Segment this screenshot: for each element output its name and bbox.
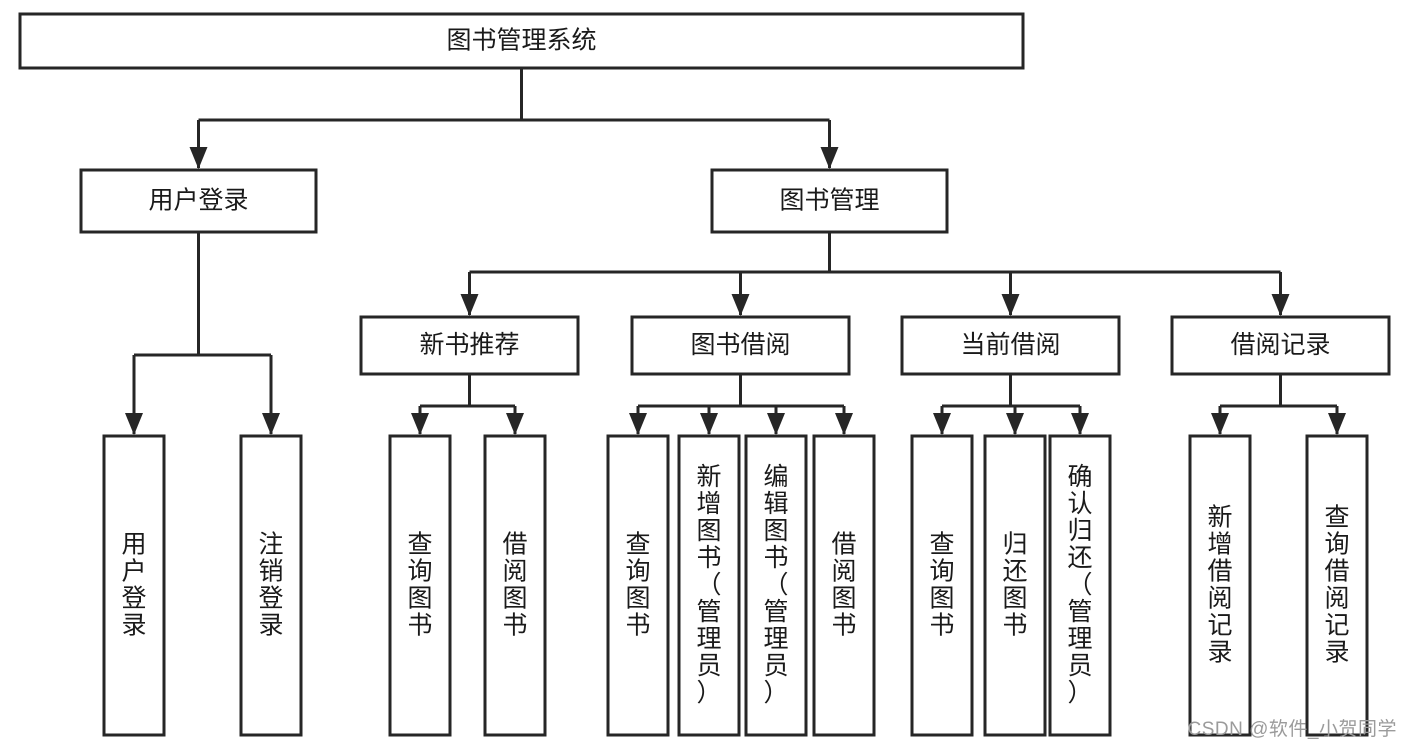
node-label: 编辑图书（管理员）: [763, 463, 788, 707]
node-label: 用户登录: [148, 187, 248, 215]
node-label: 确认归还（管理员）: [1067, 463, 1092, 707]
arrow-head-icon: [933, 413, 951, 435]
node-label: 查询图书: [625, 531, 650, 640]
node-label: 图书借阅: [690, 331, 790, 359]
arrow-head-icon: [189, 147, 208, 169]
arrow-head-icon: [731, 294, 750, 316]
node-borrow-record[interactable]: 借阅记录: [1170, 315, 1391, 376]
node-label: 用户登录: [121, 531, 146, 640]
node-leaf-query-book-brw[interactable]: 查询图书: [606, 434, 670, 737]
node-user-login[interactable]: 用户登录: [79, 168, 318, 234]
node-label: 图书管理: [779, 187, 879, 215]
node-leaf-query-book-cur[interactable]: 查询图书: [910, 434, 974, 737]
node-book-borrow[interactable]: 图书借阅: [630, 315, 851, 376]
node-leaf-user-logout[interactable]: 注销登录: [239, 434, 303, 737]
node-leaf-return-book[interactable]: 归还图书: [983, 434, 1047, 737]
node-leaf-query-book-rec[interactable]: 查询图书: [388, 434, 452, 737]
arrow-head-icon: [506, 413, 524, 435]
arrow-head-icon: [700, 413, 718, 435]
node-label: 新增借阅记录: [1207, 504, 1232, 667]
node-label: 查询借阅记录: [1324, 504, 1349, 667]
node-leaf-borrow-book-brw[interactable]: 借阅图书: [812, 434, 876, 737]
node-leaf-add-borrow-rec[interactable]: 新增借阅记录: [1188, 434, 1252, 737]
node-label: 借阅记录: [1230, 331, 1330, 359]
arrow-head-icon: [262, 413, 280, 435]
node-current-borrow[interactable]: 当前借阅: [900, 315, 1121, 376]
arrow-head-icon: [1211, 413, 1229, 435]
node-label: 图书管理系统: [446, 27, 596, 55]
arrow-head-icon: [835, 413, 853, 435]
node-leaf-query-borrow-rec[interactable]: 查询借阅记录: [1305, 434, 1369, 737]
arrow-head-icon: [820, 147, 839, 169]
arrow-head-icon: [411, 413, 429, 435]
node-label: 当前借阅: [960, 331, 1060, 359]
arrow-head-icon: [1006, 413, 1024, 435]
node-leaf-edit-book[interactable]: 编辑图书（管理员）: [744, 434, 808, 737]
edges-layer: [125, 68, 1346, 435]
node-label: 新增图书（管理员）: [696, 463, 721, 707]
arrow-head-icon: [460, 294, 479, 316]
node-leaf-borrow-book-rec[interactable]: 借阅图书: [483, 434, 547, 737]
node-label: 注销登录: [258, 531, 283, 640]
node-label: 新书推荐: [419, 331, 519, 359]
node-label: 归还图书: [1002, 531, 1027, 640]
node-book-manage[interactable]: 图书管理: [710, 168, 949, 234]
node-leaf-add-book[interactable]: 新增图书（管理员）: [677, 434, 741, 737]
node-label: 查询图书: [407, 531, 432, 640]
node-label: 借阅图书: [502, 531, 527, 640]
node-root-root[interactable]: 图书管理系统: [18, 12, 1025, 70]
node-new-book-rec[interactable]: 新书推荐: [359, 315, 580, 376]
arrow-head-icon: [125, 413, 143, 435]
arrow-head-icon: [629, 413, 647, 435]
arrow-head-icon: [1271, 294, 1290, 316]
node-label: 查询图书: [929, 531, 954, 640]
node-leaf-confirm-return[interactable]: 确认归还（管理员）: [1048, 434, 1112, 737]
arrow-head-icon: [1071, 413, 1089, 435]
node-label: 借阅图书: [831, 531, 856, 640]
node-leaf-user-login[interactable]: 用户登录: [102, 434, 166, 737]
arrow-head-icon: [767, 413, 785, 435]
nodes-layer: 图书管理系统用户登录图书管理新书推荐图书借阅当前借阅借阅记录用户登录注销登录查询…: [18, 12, 1391, 737]
arrow-head-icon: [1328, 413, 1346, 435]
arrow-head-icon: [1001, 294, 1020, 316]
